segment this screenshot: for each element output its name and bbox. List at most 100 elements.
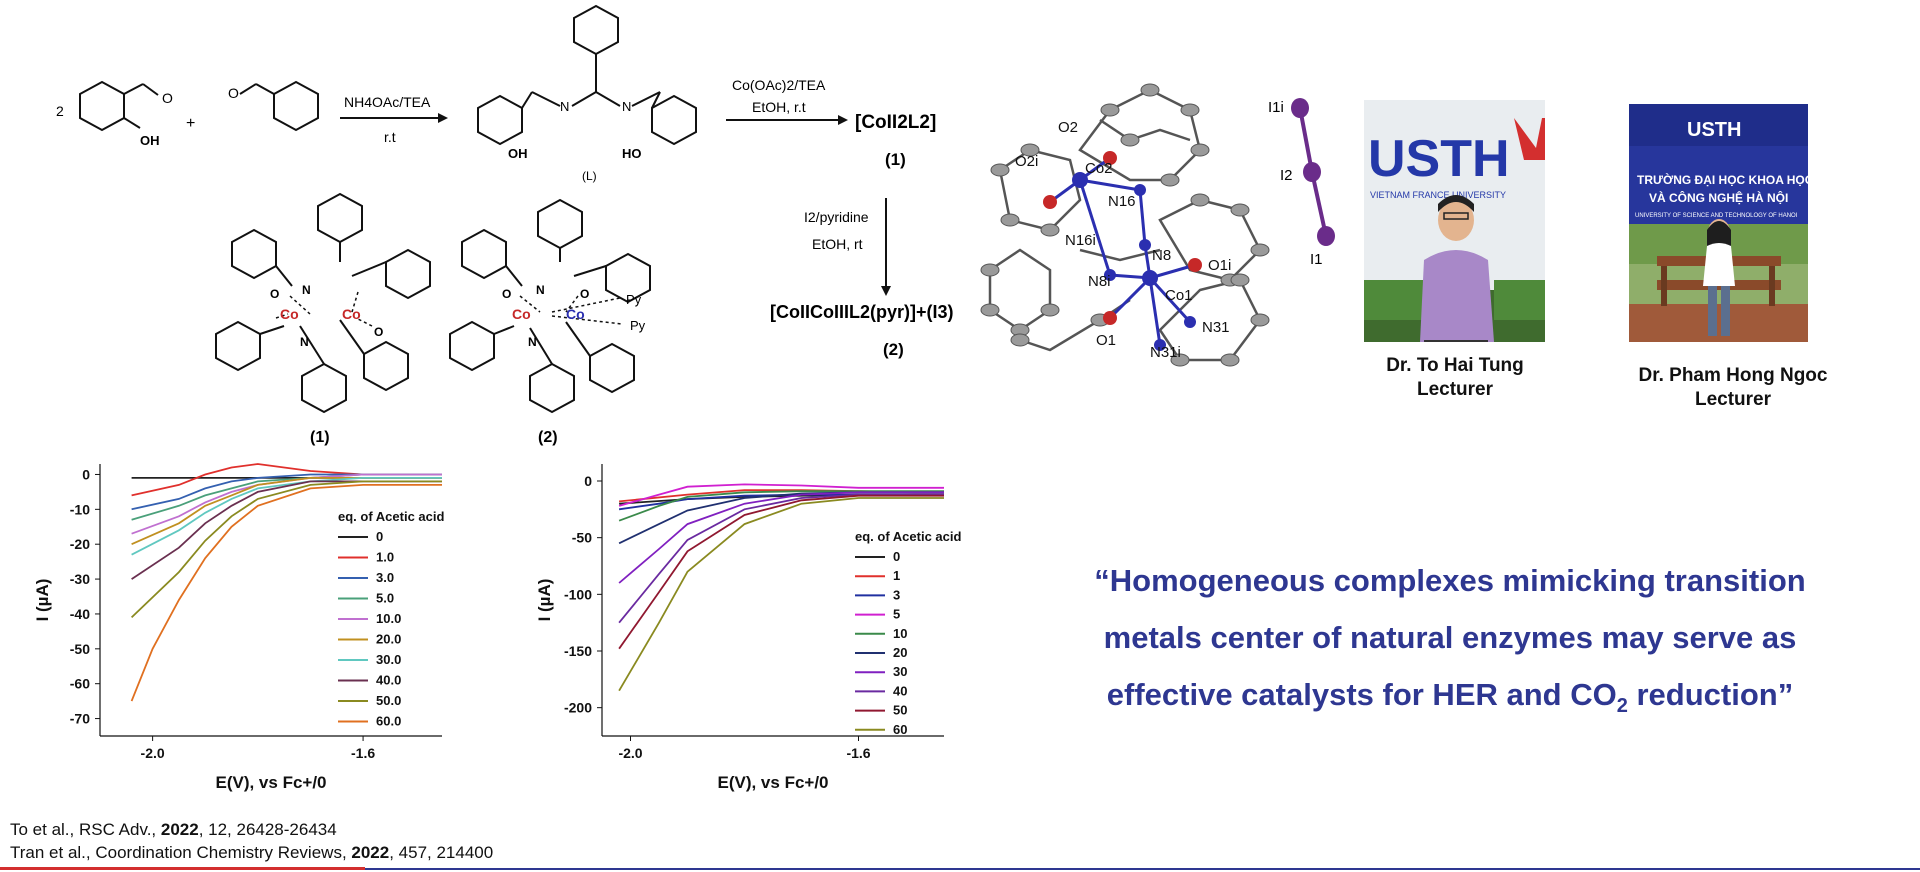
structure-1-bonds xyxy=(215,192,431,414)
structure-1-label: (1) xyxy=(310,429,330,446)
quote-subscript: 2 xyxy=(1616,695,1628,718)
y-axis-label: I (µA) xyxy=(36,579,52,622)
person-role: Lecturer xyxy=(1694,389,1772,410)
structure-1-o-bottom: O xyxy=(374,325,383,339)
carbon-atoms xyxy=(980,83,1270,367)
legend-title: eq. of Acetic acid xyxy=(338,509,444,524)
atom-label-n31: N31 xyxy=(1202,319,1230,336)
x-axis-label: E(V), vs Fc+/0 xyxy=(215,773,326,792)
legend-label: 50 xyxy=(893,703,907,718)
legend-label: 30 xyxy=(893,664,907,679)
ligand-ring-top xyxy=(573,4,619,56)
quote-line-2: metals center of natural enzymes may ser… xyxy=(1103,620,1797,655)
y-tick-label: -200 xyxy=(564,700,592,716)
step1-condition: r.t xyxy=(384,129,396,145)
y-tick-label: -10 xyxy=(70,501,90,517)
structure-2-o-right: O xyxy=(580,287,589,301)
legend-title: eq. of Acetic acid xyxy=(855,529,961,544)
legend-label: 30.0 xyxy=(376,652,401,667)
series-line-30 xyxy=(618,491,944,584)
legend-label: 50.0 xyxy=(376,693,401,708)
legend-label: 40.0 xyxy=(376,673,401,688)
series-line-5 xyxy=(618,483,944,507)
legend-label: 1.0 xyxy=(376,550,394,565)
quote-line-3-post: reduction” xyxy=(1627,677,1794,712)
quote-line-3-pre: effective catalysts for HER and CO xyxy=(1106,677,1617,712)
y-tick-label: -70 xyxy=(70,711,90,727)
ref-authors: To et al., RSC Adv., xyxy=(10,820,161,839)
person-name: Dr. Pham Hong Ngoc xyxy=(1638,365,1828,386)
legend-label: 0 xyxy=(376,529,383,544)
ligand-n-right: N xyxy=(622,99,631,114)
step2-condition: EtOH, r.t xyxy=(752,99,806,115)
reaction-scheme: 2 O OH + O NH4OAc/TEA r.t N N OH HO (L) … xyxy=(56,4,954,446)
ligand-n-left: N xyxy=(560,99,569,114)
ligand-ring-left xyxy=(477,94,523,146)
atom-label-i1: I1 xyxy=(1310,251,1323,268)
x-tick-label: -2.0 xyxy=(618,745,642,761)
legend-label: 5.0 xyxy=(376,591,394,606)
legend-label: 1 xyxy=(893,568,900,583)
sign-line-1: TRƯỜNG ĐẠI HỌC KHOA HỌC xyxy=(1637,172,1808,187)
atom-label-o2: O2 xyxy=(1058,119,1078,136)
quote-line-3: effective catalysts for HER and CO2 redu… xyxy=(1030,666,1870,735)
series-line-60 xyxy=(618,497,944,692)
atom-label-i1i: I1i xyxy=(1268,99,1284,116)
atom-label-n8i: N8i xyxy=(1088,273,1111,290)
photo-to-hai-tung: USTH VIETNAM FRANCE UNIVERSITY xyxy=(1364,100,1545,342)
aldehyde-o-2: O xyxy=(228,85,239,101)
atom-label-o2i: O2i xyxy=(1015,153,1038,170)
structure-1-co-right: Co xyxy=(342,306,361,322)
structure-2-py-2: Py xyxy=(630,318,646,333)
y-tick-label: -60 xyxy=(70,676,90,692)
salicylaldehyde-ring xyxy=(79,80,125,132)
x-tick-label: -1.6 xyxy=(351,745,375,761)
person-name: Dr. To Hai Tung xyxy=(1386,355,1524,376)
y-tick-label: -50 xyxy=(70,641,90,657)
y-tick-label: -100 xyxy=(564,586,592,602)
product2-label: (2) xyxy=(883,340,904,359)
structure-1-n-top: N xyxy=(302,283,311,297)
atom-label-n16i: N16i xyxy=(1065,232,1096,249)
product2-formula: [CoIICoIIIL2(pyr)]+(I3) xyxy=(770,302,954,322)
step2-reagent: Co(OAc)2/TEA xyxy=(732,77,826,93)
atom-label-o1i: O1i xyxy=(1208,257,1231,274)
person-role: Lecturer xyxy=(1416,379,1494,400)
y-tick-label: -40 xyxy=(70,606,90,622)
series-line-50.0 xyxy=(130,480,442,619)
legend-label: 3 xyxy=(893,587,900,602)
chart-cv-complex-1: 0-10-20-30-40-50-60-70-2.0-1.6E(V), vs F… xyxy=(36,463,444,792)
step3-reagent: I2/pyridine xyxy=(804,209,869,225)
series-line-60.0 xyxy=(130,483,442,702)
crystal-structure: O2 O2i Co2 N16 N16i N8i N8 O1i Co1 N31 O… xyxy=(980,83,1335,367)
y-tick-label: -150 xyxy=(564,643,592,659)
person-pham-hong-ngoc: Dr. Pham Hong Ngoc Lecturer xyxy=(1588,364,1878,412)
structure-2-n-bottom: N xyxy=(528,335,537,349)
x-axis-label: E(V), vs Fc+/0 xyxy=(717,773,828,792)
reactant-coefficient: 2 xyxy=(56,103,64,119)
structure-2-co-right: Co xyxy=(566,306,585,322)
triiodide: I1i I2 I1 xyxy=(1268,98,1335,268)
series-line-10 xyxy=(618,490,944,522)
series-line-40 xyxy=(618,493,944,624)
legend-label: 10 xyxy=(893,626,907,641)
atom-label-i2: I2 xyxy=(1280,167,1293,184)
structure-2-py-1: Py xyxy=(626,292,642,307)
sign-line-2: VÀ CÔNG NGHỆ HÀ NỘI xyxy=(1649,190,1788,205)
ref-year: 2022 xyxy=(160,820,199,839)
y-tick-label: -50 xyxy=(572,530,592,546)
atom-label-n31i: N31i xyxy=(1150,344,1181,361)
atom-label-o1: O1 xyxy=(1096,332,1116,349)
structure-2-co-left: Co xyxy=(512,306,531,322)
legend-label: 60.0 xyxy=(376,714,401,729)
legend-label: 5 xyxy=(893,607,900,622)
y-tick-label: -30 xyxy=(70,571,90,587)
step1-reagent: NH4OAc/TEA xyxy=(344,94,431,110)
legend-label: 20.0 xyxy=(376,632,401,647)
quote-block: “Homogeneous complexes mimicking transit… xyxy=(1030,552,1870,735)
usth-logo-1-sub: VIETNAM FRANCE UNIVERSITY xyxy=(1370,190,1506,200)
usth-logo-2: USTH xyxy=(1687,119,1741,141)
atom-label-co1: Co1 xyxy=(1165,287,1193,304)
structure-1-n-bottom: N xyxy=(300,335,309,349)
ref-details: , 12, 26428-26434 xyxy=(198,820,337,839)
